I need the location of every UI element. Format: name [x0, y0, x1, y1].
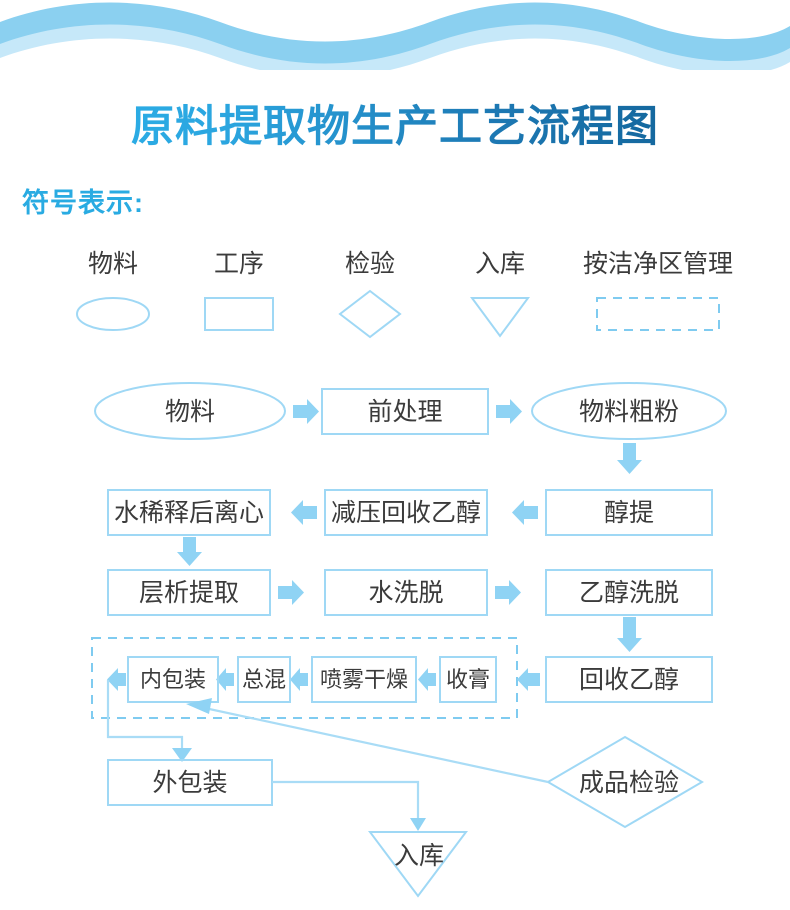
node-shape-rect: [545, 569, 713, 616]
node-shape-rect: [237, 656, 291, 703]
arrow-ethanolrecovery-to-extractcollection: [517, 668, 540, 691]
arrowhead-to-warehouse: [410, 818, 426, 831]
node-ethanol-elution[interactable]: 乙醇洗脱: [545, 569, 713, 616]
node-shape-rect: [127, 656, 219, 703]
node-label: 物料粗粉: [579, 398, 679, 426]
arrow-centrifuge-to-chromatography: [177, 537, 202, 566]
legend-item-inspection: 检验: [338, 250, 402, 339]
node-pretreatment[interactable]: 前处理: [321, 388, 489, 435]
node-total-blending[interactable]: 总混: [237, 656, 291, 703]
node-shape-ellipse: [531, 382, 727, 440]
node-label: 层析提取: [139, 579, 239, 607]
connector-innerpackaging-to-outerpackaging: [106, 680, 184, 752]
legend-item-cleanzone: 按洁净区管理: [583, 250, 733, 331]
node-shape-rect: [545, 489, 713, 536]
node-label: 乙醇洗脱: [579, 579, 679, 607]
arrow-alcoholextract-to-recovery: [512, 500, 538, 525]
node-label: 收膏: [446, 667, 490, 692]
arrow-pretreat-to-coarsepowder: [496, 399, 522, 424]
clean-zone-boundary: [91, 637, 518, 719]
connector-outerpackaging-to-warehouse: [272, 780, 420, 822]
node-finished-product-inspection[interactable]: 成品检验: [546, 735, 704, 829]
node-shape-rect: [439, 656, 497, 703]
node-label: 物料: [165, 398, 215, 426]
node-water-dilute-centrifuge[interactable]: 水稀释后离心: [107, 489, 271, 536]
node-label: 外包装: [152, 769, 227, 797]
node-shape-rect: [321, 388, 489, 435]
node-alcohol-extraction[interactable]: 醇提: [545, 489, 713, 536]
triangle-down-shape-icon: [470, 297, 530, 338]
node-label: 总混: [242, 667, 286, 692]
node-label: 醇提: [604, 499, 654, 527]
arrow-material-to-pretreat: [293, 399, 319, 424]
arrowhead-inspection-to-innerpackaging: [186, 698, 212, 714]
node-outer-packaging[interactable]: 外包装: [107, 759, 273, 806]
node-shape-ellipse: [94, 382, 286, 440]
node-extract-collection[interactable]: 收膏: [439, 656, 497, 703]
legend-item-material: 物料: [76, 250, 150, 331]
legend-heading: 符号表示:: [22, 188, 144, 218]
dashed-rectangle-shape-icon: [596, 297, 720, 331]
legend-label-inspection: 检验: [345, 250, 395, 278]
legend-item-process: 工序: [204, 250, 274, 331]
node-coarse-powder[interactable]: 物料粗粉: [531, 382, 727, 440]
legend-label-warehouse: 入库: [475, 250, 525, 278]
node-label: 成品检验: [579, 769, 679, 797]
legend-label-cleanzone: 按洁净区管理: [583, 250, 733, 278]
diamond-shape-icon: [338, 289, 402, 339]
node-label: 喷雾干燥: [320, 667, 408, 692]
arrowhead-to-outerpackaging: [172, 748, 192, 762]
legend-label-process: 工序: [214, 250, 264, 278]
node-shape-rect: [107, 569, 271, 616]
arrow-ethanolelution-to-ethanolrecovery: [617, 617, 642, 652]
node-inner-packaging[interactable]: 内包装: [127, 656, 219, 703]
node-chromatographic-extraction[interactable]: 层析提取: [107, 569, 271, 616]
node-shape-rect: [107, 489, 271, 536]
node-warehouse-entry[interactable]: 入库: [368, 831, 468, 898]
arrow-chromatography-to-waterelution: [278, 580, 304, 605]
ellipse-shape-icon: [76, 297, 150, 331]
wave-banner-decoration: [0, 0, 790, 70]
node-label: 入库: [394, 842, 444, 870]
connector-inspection-to-innerpackaging: [199, 705, 549, 784]
legend-item-warehouse: 入库: [470, 250, 530, 338]
arrow-spraydrying-to-blending: [290, 668, 308, 691]
node-ethanol-recovery[interactable]: 回收乙醇: [545, 656, 713, 703]
wave-upper-band: [0, 2, 790, 64]
node-label: 前处理: [367, 398, 442, 426]
page-title: 原料提取物生产工艺流程图: [0, 92, 790, 154]
node-label: 水稀释后离心: [114, 499, 264, 527]
node-shape-diamond: [546, 735, 704, 829]
arrow-extractcollection-to-spraydrying: [418, 668, 436, 691]
node-shape-rect: [324, 489, 488, 536]
node-label: 水洗脱: [368, 579, 443, 607]
node-shape-rect: [324, 569, 488, 616]
arrow-blending-to-innerpackaging: [216, 668, 234, 691]
node-shape-rect: [311, 656, 417, 703]
node-label: 减压回收乙醇: [331, 499, 481, 527]
arrow-coarsepowder-to-alcoholextract: [617, 443, 642, 474]
arrow-innerpackaging-left-tip: [107, 668, 126, 691]
arrow-recovery-to-dilutecentrifuge: [291, 500, 317, 525]
rectangle-shape-icon: [204, 297, 274, 331]
node-spray-drying[interactable]: 喷雾干燥: [311, 656, 417, 703]
node-material[interactable]: 物料: [94, 382, 286, 440]
node-label: 内包装: [140, 667, 206, 692]
node-vacuum-ethanol-recovery[interactable]: 减压回收乙醇: [324, 489, 488, 536]
arrow-waterelution-to-ethanolelution: [495, 580, 521, 605]
node-shape-triangle: [368, 831, 468, 898]
node-water-elution[interactable]: 水洗脱: [324, 569, 488, 616]
node-shape-rect: [545, 656, 713, 703]
node-label: 回收乙醇: [579, 666, 679, 694]
legend-label-material: 物料: [88, 250, 138, 278]
